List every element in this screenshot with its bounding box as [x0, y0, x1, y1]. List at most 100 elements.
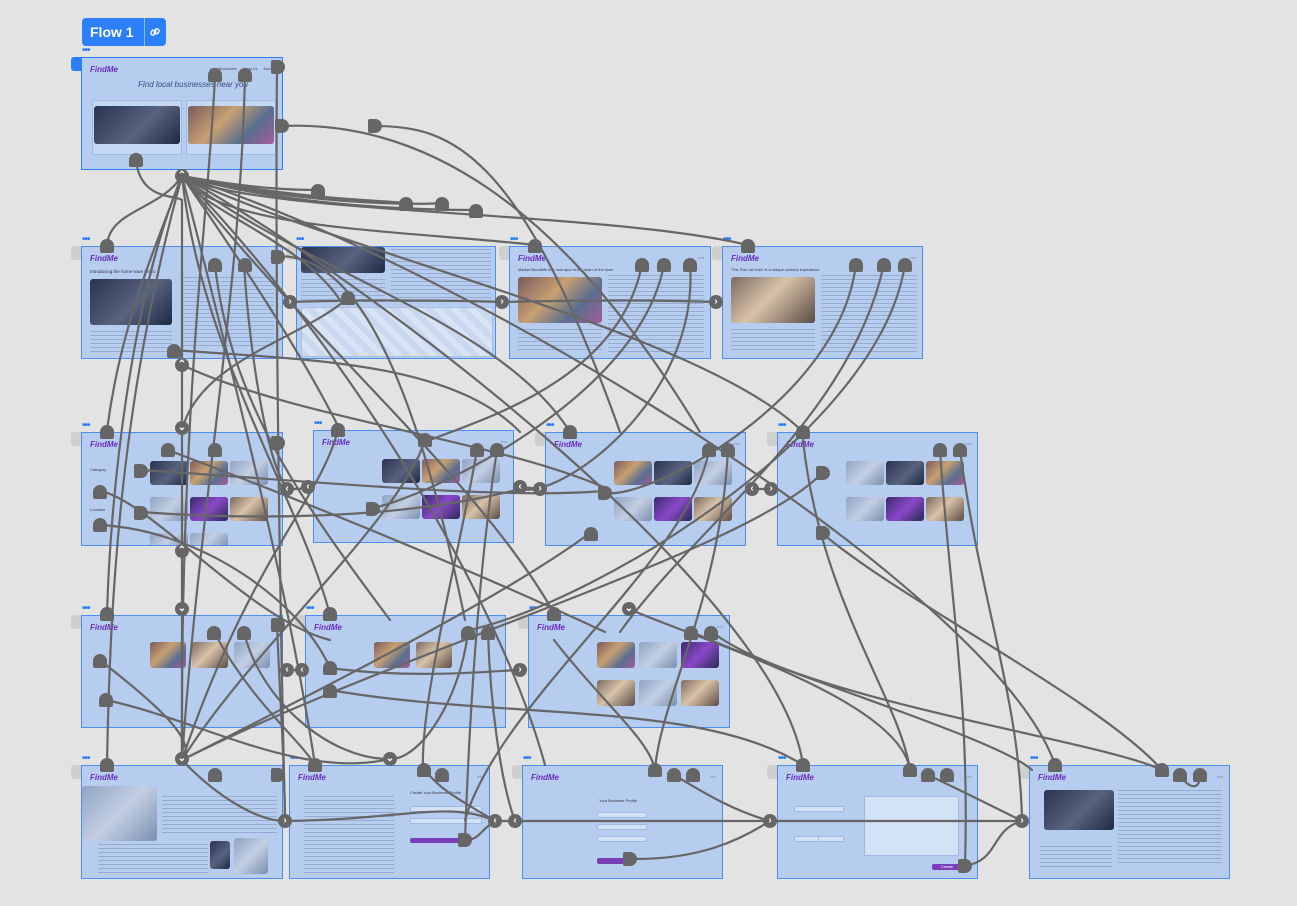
frame-business-published[interactable]: FindMe▪ ▪ ▪: [1029, 765, 1230, 879]
business-thumb[interactable]: [374, 642, 410, 668]
connection-handle[interactable]: [461, 626, 475, 640]
business-thumb[interactable]: [422, 495, 460, 519]
connection-handle[interactable]: [702, 443, 716, 457]
connection-handle[interactable]: [208, 68, 222, 82]
frame-list-1[interactable]: FindMe▪ ▪ ▪ Category Location: [81, 432, 283, 546]
connection-handle[interactable]: [368, 119, 382, 133]
business-thumb[interactable]: [597, 642, 635, 668]
chevron-left-icon[interactable]: ‹: [508, 814, 522, 828]
connection-handle[interactable]: [399, 197, 413, 211]
connection-handle[interactable]: [93, 485, 107, 499]
connection-handle[interactable]: [1193, 768, 1207, 782]
business-thumb[interactable]: [926, 497, 964, 521]
connection-handle[interactable]: [341, 291, 355, 305]
connection-handle[interactable]: [598, 486, 612, 500]
frame-menu-icon[interactable]: •••: [778, 753, 786, 764]
connection-handle[interactable]: [167, 344, 181, 358]
chevron-right-icon[interactable]: ›: [1015, 814, 1029, 828]
connection-handle[interactable]: [208, 258, 222, 272]
frame-menu-icon[interactable]: •••: [529, 603, 537, 614]
name-field[interactable]: [410, 806, 482, 812]
chevron-up-icon[interactable]: ⌃: [175, 358, 189, 372]
frame-menu-icon[interactable]: •••: [306, 603, 314, 614]
map-view[interactable]: [301, 307, 493, 357]
business-thumb[interactable]: [192, 642, 228, 668]
business-thumb[interactable]: [422, 459, 460, 483]
connection-handle[interactable]: [271, 250, 285, 264]
frame-menu-icon[interactable]: •••: [82, 234, 90, 245]
flow-badge[interactable]: Flow 1: [82, 18, 166, 46]
chevron-left-icon[interactable]: ‹: [280, 482, 294, 496]
frame-filter-3[interactable]: FindMe▪ ▪ ▪: [528, 615, 730, 728]
frame-business-details[interactable]: FindMe▪ ▪ ▪ Create: [777, 765, 978, 879]
business-thumb[interactable]: [846, 497, 884, 521]
business-thumb[interactable]: [654, 497, 692, 521]
business-thumb[interactable]: [462, 459, 500, 483]
business-thumb[interactable]: [614, 497, 652, 521]
connection-handle[interactable]: [161, 443, 175, 457]
frame-menu-icon[interactable]: •••: [296, 234, 304, 245]
chevron-left-icon[interactable]: ‹: [301, 480, 315, 494]
connection-handle[interactable]: [458, 833, 472, 847]
connection-handle[interactable]: [208, 443, 222, 457]
connection-handle[interactable]: [686, 768, 700, 782]
connection-handle[interactable]: [100, 425, 114, 439]
connection-handle[interactable]: [481, 626, 495, 640]
connection-handle[interactable]: [271, 768, 285, 782]
connection-handle[interactable]: [623, 852, 637, 866]
chevron-left-icon[interactable]: ‹: [513, 480, 527, 494]
connection-handle[interactable]: [953, 443, 967, 457]
connection-handle[interactable]: [418, 433, 432, 447]
description-field[interactable]: [864, 796, 959, 856]
connection-handle[interactable]: [207, 626, 221, 640]
business-thumb[interactable]: [597, 680, 635, 706]
connection-handle[interactable]: [100, 758, 114, 772]
frame-menu-icon[interactable]: •••: [82, 753, 90, 764]
connection-handle[interactable]: [366, 502, 380, 516]
business-thumb[interactable]: [150, 642, 186, 668]
connection-handle[interactable]: [657, 258, 671, 272]
connection-handle[interactable]: [238, 68, 252, 82]
connection-handle[interactable]: [134, 464, 148, 478]
connection-handle[interactable]: [99, 693, 113, 707]
frame-detail-fish[interactable]: FindMe▪ ▪ ▪ 'The Fish net hole' is a uni…: [722, 246, 923, 359]
connection-handle[interactable]: [311, 184, 325, 198]
connection-handle[interactable]: [271, 436, 285, 450]
business-thumb[interactable]: [416, 642, 452, 668]
business-thumb[interactable]: [846, 461, 884, 485]
connection-handle[interactable]: [898, 258, 912, 272]
business-thumb[interactable]: [382, 495, 420, 519]
connection-handle[interactable]: [1173, 768, 1187, 782]
connection-handle[interactable]: [271, 618, 285, 632]
chevron-right-icon[interactable]: ›: [533, 482, 547, 496]
frame-menu-icon[interactable]: •••: [314, 418, 322, 429]
chevron-down-icon[interactable]: ⌄: [383, 752, 397, 766]
connection-handle[interactable]: [796, 758, 810, 772]
business-thumb[interactable]: [886, 497, 924, 521]
frame-detail-market[interactable]: FindMe▪ ▪ ▪ Market Bonafide is a new spo…: [509, 246, 711, 359]
connection-handle[interactable]: [134, 506, 148, 520]
chevron-down-icon[interactable]: ⌄: [175, 421, 189, 435]
connection-handle[interactable]: [275, 119, 289, 133]
connection-handle[interactable]: [323, 684, 337, 698]
connection-handle[interactable]: [816, 466, 830, 480]
connection-handle[interactable]: [796, 425, 810, 439]
connection-handle[interactable]: [547, 607, 561, 621]
chevron-right-icon[interactable]: ›: [763, 814, 777, 828]
connection-handle[interactable]: [271, 60, 285, 74]
email-field[interactable]: [410, 818, 482, 824]
link-icon[interactable]: [145, 18, 166, 46]
frame-menu-icon[interactable]: •••: [546, 420, 554, 431]
business-thumb[interactable]: [926, 461, 964, 485]
frame-about[interactable]: FindMe▪ ▪ ▪: [81, 765, 283, 879]
connection-handle[interactable]: [100, 239, 114, 253]
category-field[interactable]: [597, 824, 647, 830]
business-thumb[interactable]: [694, 497, 732, 521]
connection-handle[interactable]: [238, 258, 252, 272]
business-thumb[interactable]: [230, 461, 268, 485]
signup-button[interactable]: [410, 838, 460, 843]
business-thumb[interactable]: [681, 680, 719, 706]
connection-handle[interactable]: [933, 443, 947, 457]
connection-handle[interactable]: [1048, 758, 1062, 772]
frame-map[interactable]: [296, 246, 496, 359]
